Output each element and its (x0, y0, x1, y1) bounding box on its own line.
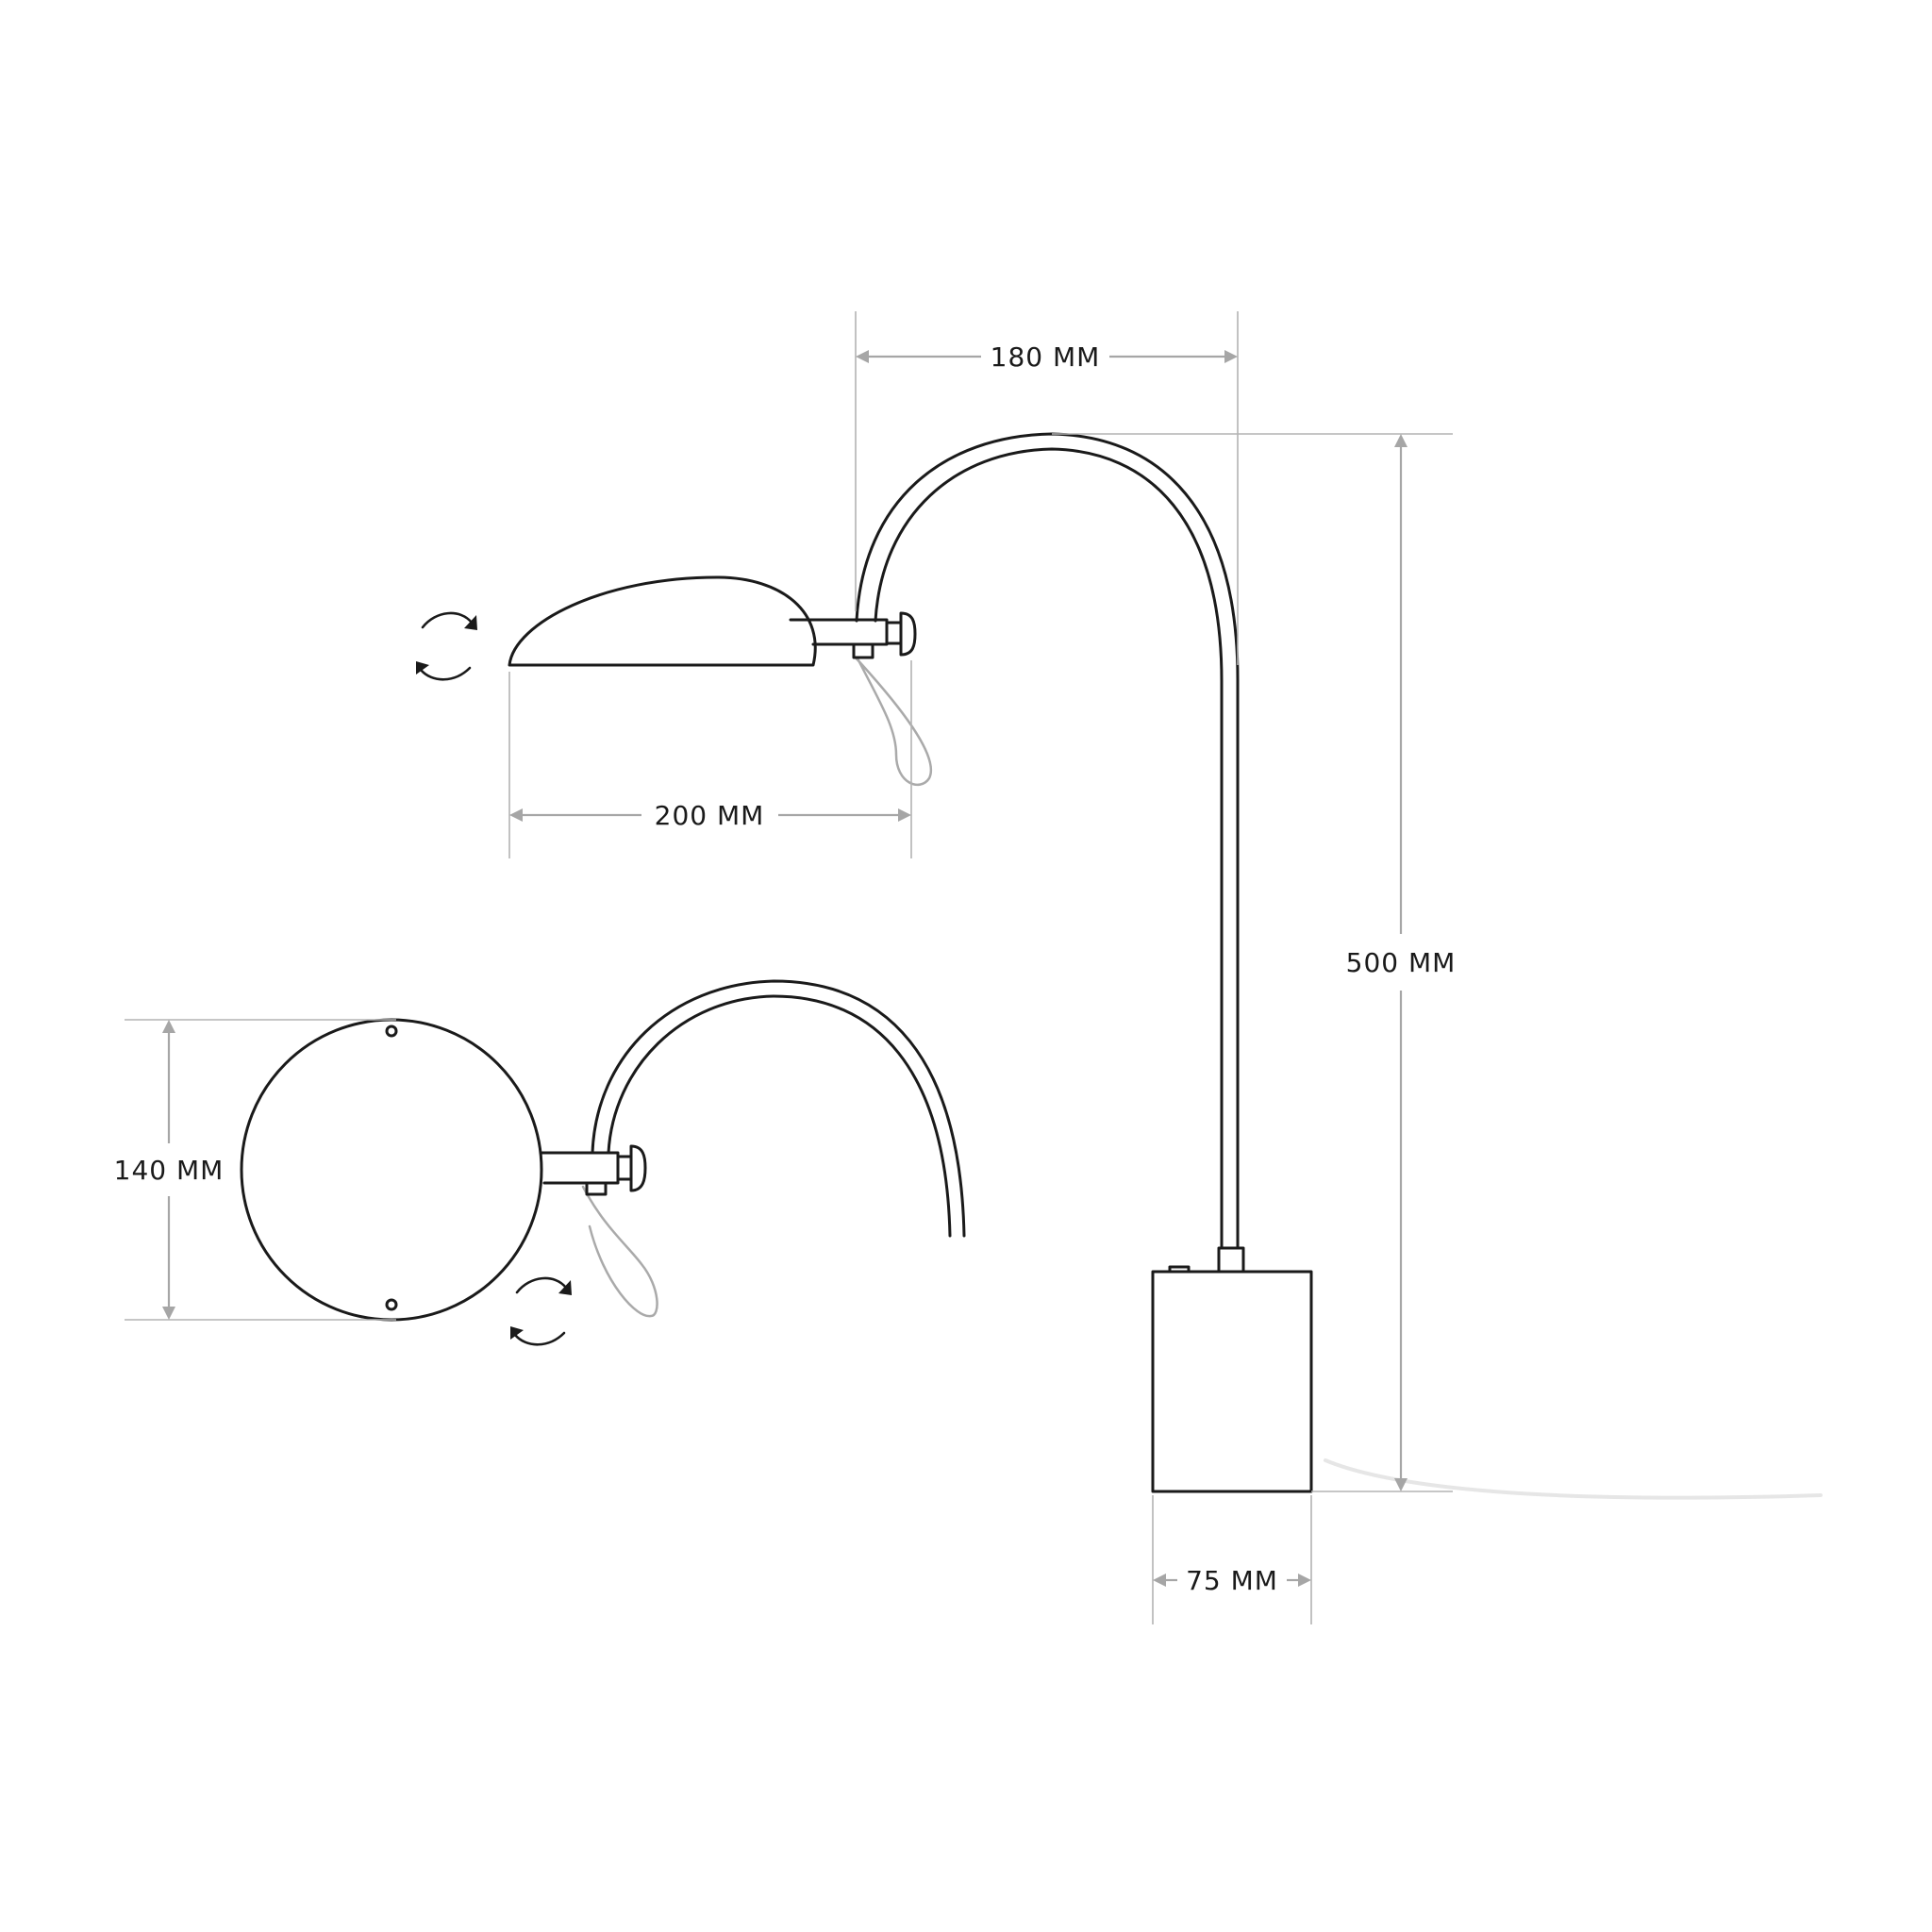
dimension-base-width: 75 MM (1152, 1495, 1312, 1624)
table-lamp (508, 432, 1823, 1500)
rotate-arrows-icon (416, 611, 477, 681)
wall-lamp (240, 979, 966, 1322)
wall-hinge-collar (616, 1155, 633, 1181)
mount-hole-bottom (385, 1298, 398, 1311)
lamp-shade (508, 575, 817, 667)
wall-cord (581, 1185, 658, 1318)
lamp-arm-outer (855, 432, 1240, 1250)
dimension-arm-reach: 180 MM (855, 311, 1239, 665)
dimension-label-shade-width: 200 MM (655, 800, 765, 831)
dimension-label-wall-plate: 140 MM (114, 1155, 225, 1186)
wall-plate (240, 1018, 543, 1322)
hinge-block (852, 642, 874, 659)
tension-knob (899, 611, 917, 657)
dimension-wall-plate: 140 MM (114, 1019, 396, 1321)
wall-hinge (540, 1151, 620, 1185)
floor-cable (1324, 1458, 1823, 1500)
base-switch (1168, 1265, 1191, 1274)
lamp-cord (852, 649, 933, 787)
wall-tension-knob (629, 1144, 647, 1192)
wall-hinge-block (585, 1181, 608, 1196)
mount-hole-top (385, 1024, 398, 1038)
dimension-height: 500 MM (1052, 433, 1457, 1492)
stem-connector (1217, 1246, 1245, 1274)
dimension-label-base-width: 75 MM (1186, 1565, 1278, 1596)
rotate-arrows-icon (510, 1276, 572, 1346)
lamp-base (1151, 1270, 1313, 1493)
wall-arm-outer (591, 979, 966, 1238)
lamp-arm-inner (874, 447, 1224, 1250)
dimension-label-height: 500 MM (1346, 947, 1457, 978)
dimension-label-arm-reach: 180 MM (991, 341, 1101, 373)
dimension-shade-width: 200 MM (508, 660, 912, 858)
wall-arm-inner (607, 994, 952, 1238)
hinge-collar (885, 621, 903, 645)
